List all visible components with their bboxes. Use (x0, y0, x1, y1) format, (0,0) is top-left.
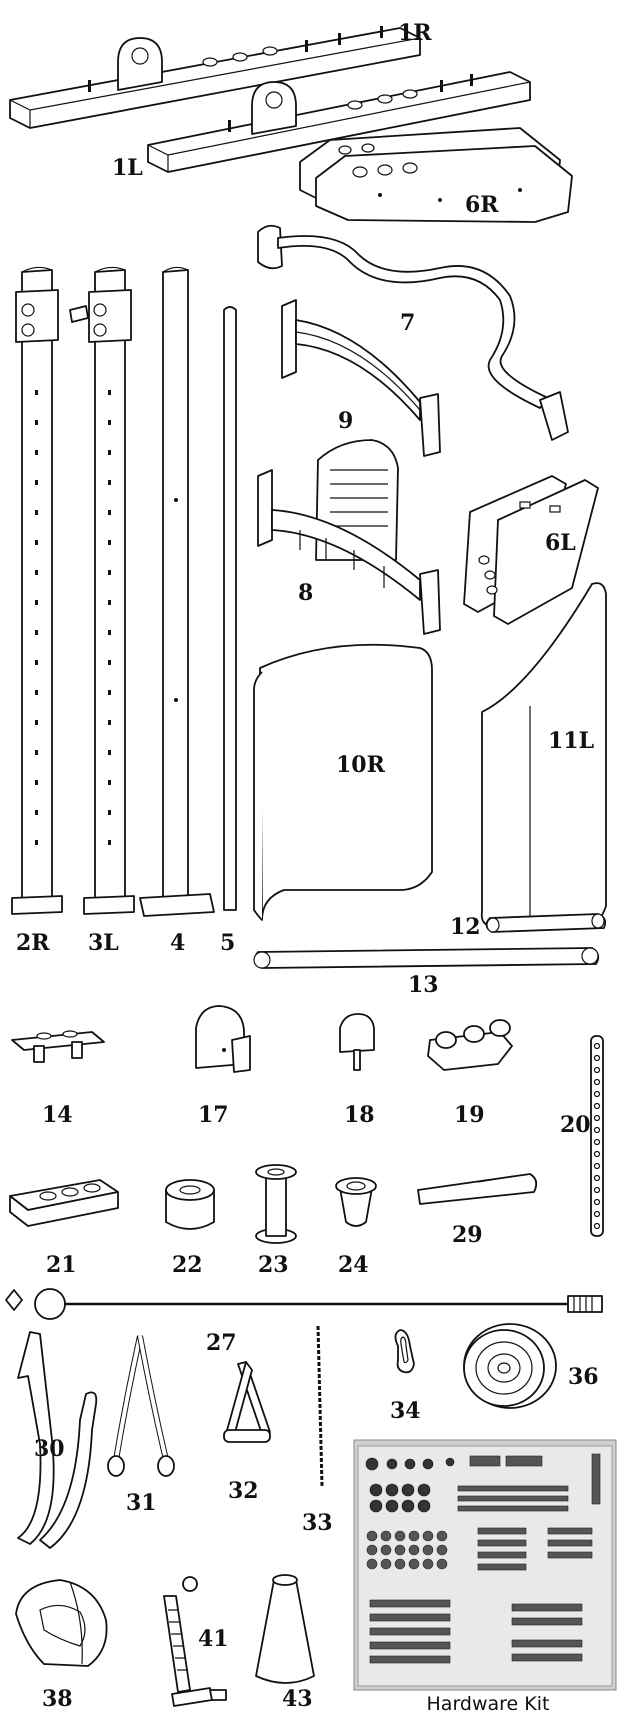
part-7 (257, 224, 569, 441)
part-31 (107, 1335, 175, 1477)
label-14: 14 (42, 1102, 73, 1128)
part-36 (463, 1323, 557, 1409)
part-1R (9, 26, 421, 129)
part-33 (316, 1325, 324, 1487)
label-1R: 1R (398, 20, 432, 46)
label-32: 32 (228, 1478, 259, 1504)
label-17: 17 (198, 1102, 229, 1128)
part-19 (427, 1019, 513, 1071)
part-20 (590, 1035, 604, 1237)
part-2R (11, 266, 63, 915)
label-34: 34 (390, 1398, 421, 1424)
label-10R: 10R (336, 752, 386, 778)
part-23 (255, 1164, 297, 1244)
label-19: 19 (454, 1102, 485, 1128)
upright-holes (35, 390, 38, 845)
label-9: 9 (338, 408, 353, 434)
part-24 (335, 1177, 377, 1227)
part-9 (281, 299, 441, 457)
hardware-kit-label: Hardware Kit (427, 1693, 550, 1715)
label-13: 13 (408, 972, 439, 998)
part-14 (11, 1030, 105, 1063)
label-6R: 6R (465, 192, 499, 218)
part-29 (417, 1173, 538, 1205)
label-11L: 11L (548, 728, 594, 754)
part-43 (255, 1574, 315, 1684)
part-22 (165, 1179, 215, 1230)
label-36: 36 (568, 1364, 599, 1390)
label-22: 22 (172, 1252, 203, 1278)
label-1L: 1L (112, 155, 143, 181)
label-21: 21 (46, 1252, 77, 1278)
label-18: 18 (344, 1102, 375, 1128)
part-8 (257, 439, 441, 635)
label-27: 27 (206, 1330, 237, 1356)
part-3L (69, 266, 135, 915)
label-29: 29 (452, 1222, 483, 1248)
part-32 (223, 1361, 271, 1443)
part-21 (9, 1179, 119, 1227)
label-30: 30 (34, 1436, 65, 1462)
label-12: 12 (450, 914, 481, 940)
part-4 (139, 266, 215, 917)
label-6L: 6L (545, 530, 576, 556)
label-38: 38 (42, 1686, 73, 1712)
upright-holes (108, 390, 111, 845)
part-38 (15, 1579, 108, 1667)
label-41: 41 (198, 1626, 229, 1652)
label-33: 33 (302, 1510, 333, 1536)
label-2R: 2R (16, 930, 50, 956)
part-34 (394, 1329, 415, 1374)
label-31: 31 (126, 1490, 157, 1516)
part-11L (480, 582, 607, 927)
part-30 (17, 1331, 98, 1549)
label-3L: 3L (88, 930, 119, 956)
hardware-kit-photo (353, 1439, 617, 1691)
label-5: 5 (220, 930, 235, 956)
label-8: 8 (298, 580, 313, 606)
part-1L (147, 71, 531, 173)
label-24: 24 (338, 1252, 369, 1278)
part-10R (253, 643, 433, 921)
part-6L (463, 475, 599, 625)
label-23: 23 (258, 1252, 289, 1278)
part-27 (5, 1288, 603, 1320)
part-18 (339, 1013, 375, 1071)
label-43: 43 (282, 1686, 313, 1712)
label-4: 4 (170, 930, 185, 956)
part-41 (163, 1576, 227, 1707)
part-12 (485, 913, 607, 933)
label-20: 20 (560, 1112, 591, 1138)
label-7: 7 (400, 310, 415, 336)
part-5 (223, 306, 237, 911)
part-13 (253, 947, 600, 969)
part-17 (195, 1005, 251, 1073)
part-6R (299, 127, 573, 223)
